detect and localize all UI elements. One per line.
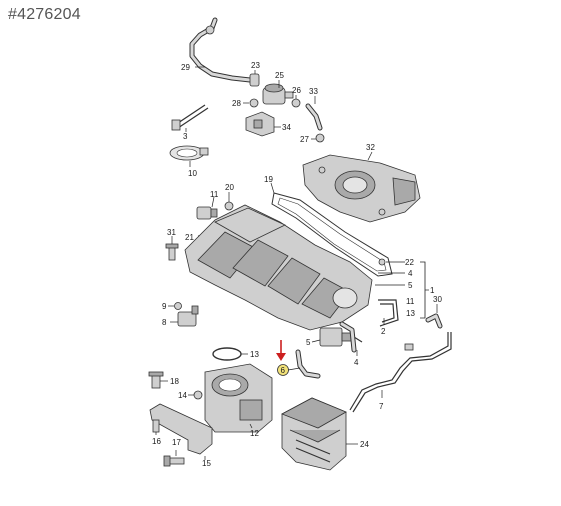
callout-5: 5 <box>408 281 413 290</box>
part-10-clamp[interactable] <box>169 145 209 161</box>
part-30-clip[interactable] <box>425 313 443 329</box>
callout-11b: 11 <box>406 297 415 306</box>
callout-20: 20 <box>225 183 234 192</box>
callout-1: 1 <box>430 286 435 295</box>
highlight-arrow <box>276 340 286 361</box>
callout-4: 4 <box>408 269 413 278</box>
callout-18: 18 <box>170 377 179 386</box>
callout-28: 28 <box>232 99 241 108</box>
part-18-sensor-pin[interactable] <box>148 371 164 389</box>
group-bracket-1 <box>420 261 426 319</box>
part-9-screw[interactable] <box>174 302 182 310</box>
callout-9: 9 <box>162 302 167 311</box>
leader-5-lower <box>311 339 321 343</box>
callout-17: 17 <box>172 438 181 447</box>
part-23-fitting[interactable] <box>249 73 260 87</box>
callout-33: 33 <box>309 87 318 96</box>
leader-11 <box>211 196 215 208</box>
callout-27: 27 <box>300 135 309 144</box>
part-22-clip[interactable] <box>378 258 386 266</box>
part-16-bolt[interactable] <box>152 419 160 433</box>
part-28-screw[interactable] <box>249 98 259 108</box>
part-34-bracket[interactable] <box>245 111 275 137</box>
callout-19: 19 <box>264 175 273 184</box>
part-13-o-ring[interactable] <box>212 347 242 361</box>
callout-30: 30 <box>433 295 442 304</box>
part-3-cable-tie[interactable] <box>171 104 209 131</box>
callout-3: 3 <box>183 132 188 141</box>
callout-25: 25 <box>275 71 284 80</box>
callout-10: 10 <box>188 169 197 178</box>
intake-manifold[interactable] <box>184 204 373 331</box>
callout-13: 13 <box>250 350 259 359</box>
part-29-breather-hose[interactable] <box>189 17 253 83</box>
part-27-nut[interactable] <box>315 133 325 143</box>
part-12-throttle-body[interactable] <box>204 363 273 433</box>
callout-34: 34 <box>282 123 291 132</box>
leader-32 <box>367 151 373 161</box>
leader-12 <box>249 423 253 429</box>
part-11-sensor-upper[interactable] <box>196 206 218 220</box>
part-4-elbow[interactable] <box>339 321 357 353</box>
part-32-pump-unit[interactable] <box>302 154 421 223</box>
callout-26: 26 <box>292 86 301 95</box>
callout-2: 2 <box>381 327 386 336</box>
callout-4-lower: 4 <box>354 358 359 367</box>
leader-19 <box>270 182 275 194</box>
callout-11: 11 <box>210 190 219 199</box>
part-15-bracket-arm[interactable] <box>149 403 213 455</box>
part-5-valve[interactable] <box>319 327 363 347</box>
callout-7: 7 <box>379 402 384 411</box>
callout-13b: 13 <box>406 309 415 318</box>
callout-29: 29 <box>181 63 190 72</box>
part-2-pipe[interactable] <box>378 299 399 327</box>
part-17-bolt[interactable] <box>163 455 185 467</box>
part-26-clip[interactable] <box>291 98 301 108</box>
callout-32: 32 <box>366 143 375 152</box>
part-24-air-box[interactable] <box>281 397 347 471</box>
part-20-screw[interactable] <box>224 201 234 211</box>
part-7-vacuum-line[interactable] <box>349 332 452 413</box>
callout-5-lower: 5 <box>306 338 311 347</box>
callout-16: 16 <box>152 437 161 446</box>
part-31-stud[interactable] <box>165 243 179 261</box>
callout-6: 6 <box>281 366 286 375</box>
part-19-gasket[interactable] <box>271 192 393 277</box>
callout-24: 24 <box>360 440 369 449</box>
callout-21: 21 <box>185 233 194 242</box>
part-25-valve[interactable] <box>262 83 294 105</box>
callout-8: 8 <box>162 318 167 327</box>
callout-23: 23 <box>251 61 260 70</box>
leader-6 <box>287 367 301 371</box>
part-8-sensor[interactable] <box>177 305 199 327</box>
reference-id: #4276204 <box>8 6 81 23</box>
callout-15: 15 <box>202 459 211 468</box>
part-6-hose[interactable] <box>295 349 321 379</box>
callout-6-highlight[interactable]: 6 <box>277 364 289 376</box>
part-33-hose[interactable] <box>305 103 323 131</box>
callout-14: 14 <box>178 391 187 400</box>
part-14-bolt[interactable] <box>193 390 203 400</box>
callout-12: 12 <box>250 429 259 438</box>
callout-22: 22 <box>405 258 414 267</box>
callout-31: 31 <box>167 228 176 237</box>
